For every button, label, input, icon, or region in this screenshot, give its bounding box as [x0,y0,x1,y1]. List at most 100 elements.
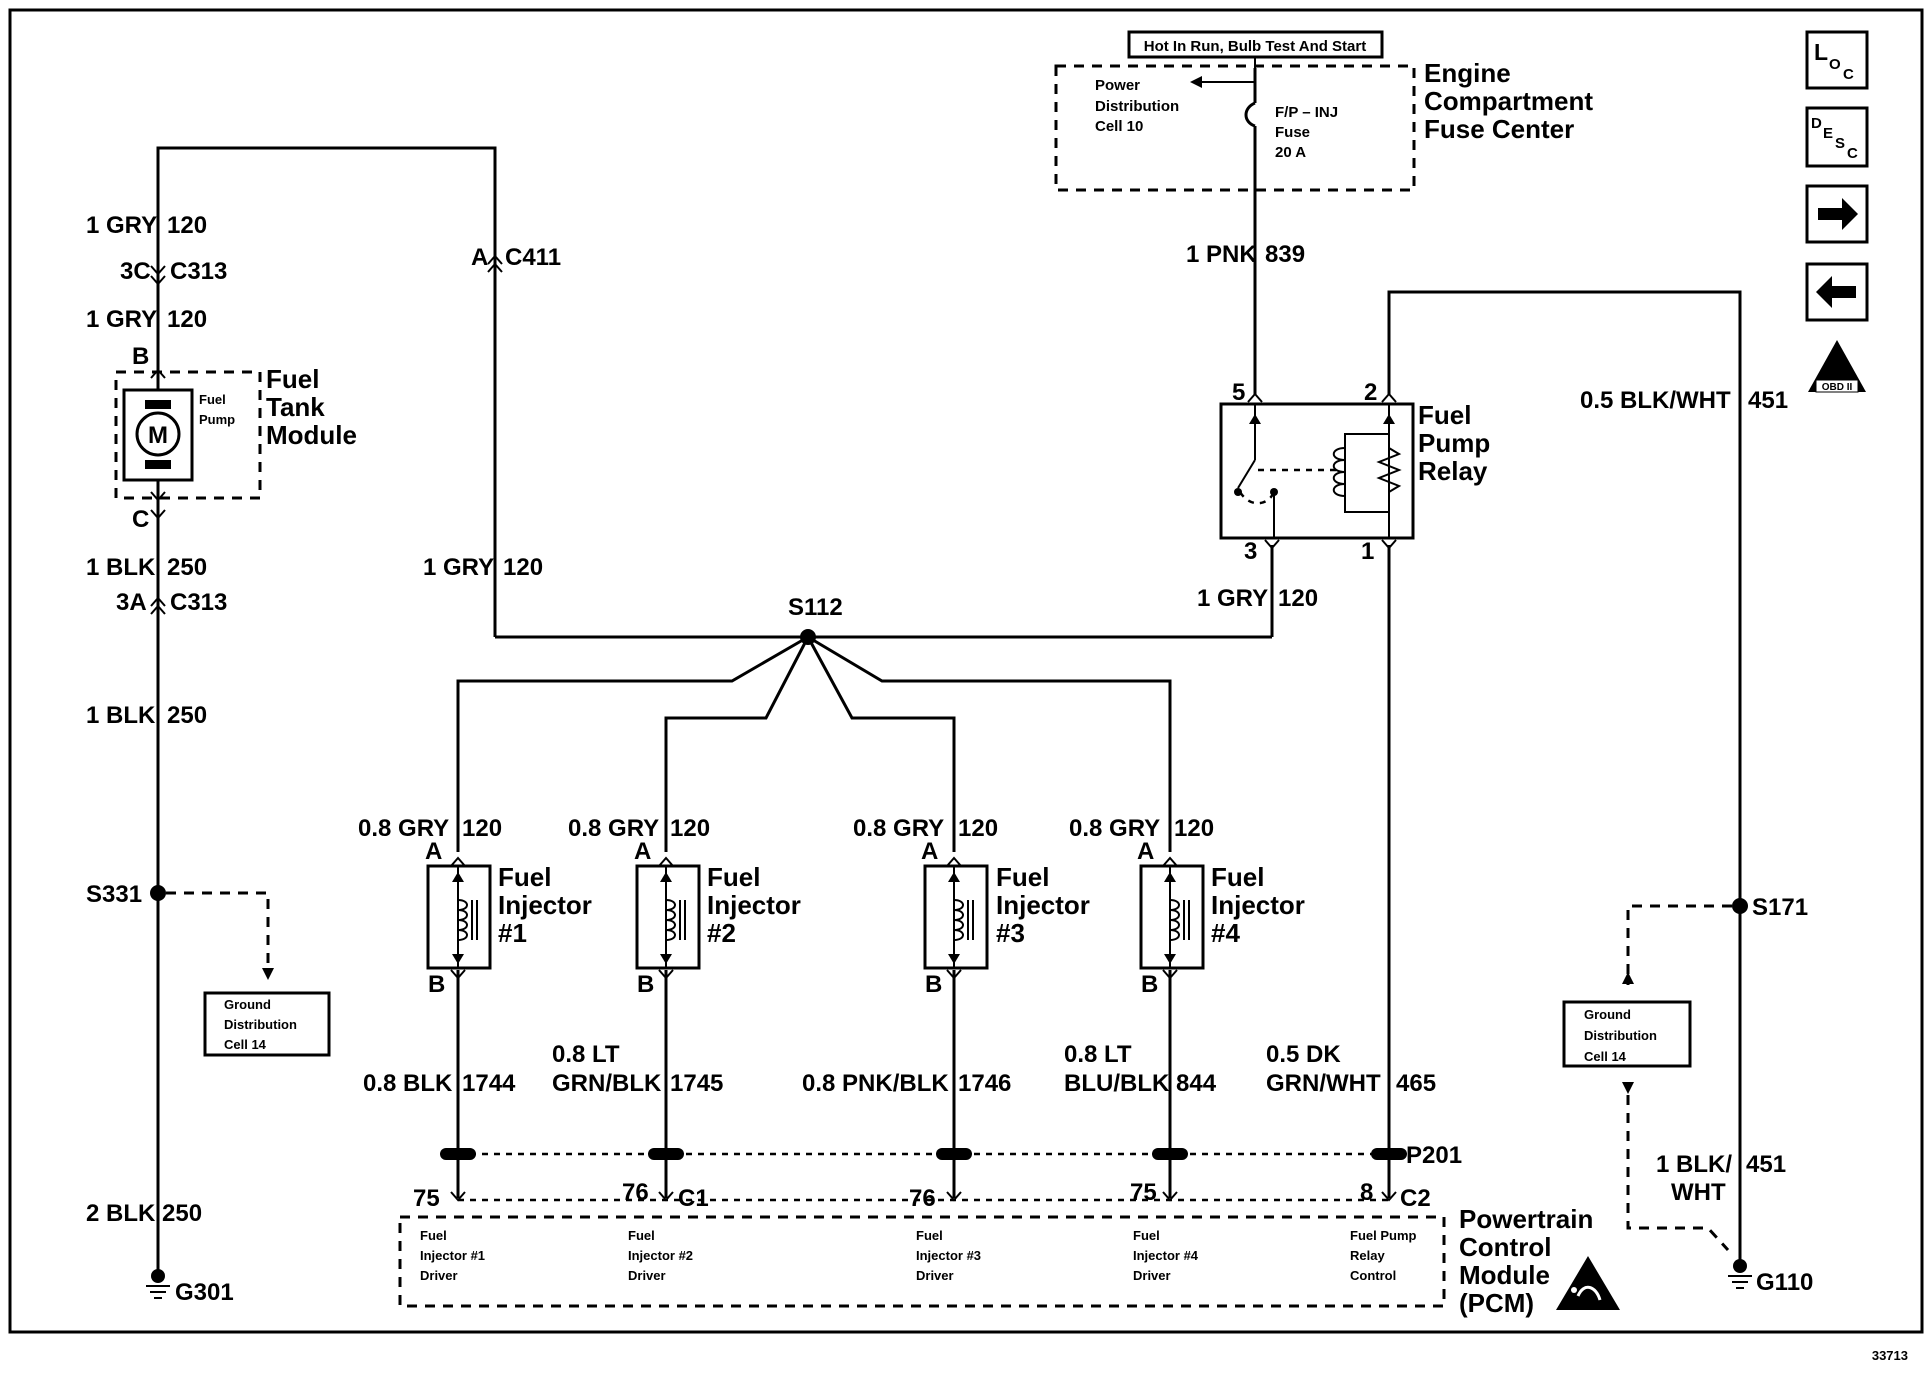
svg-text:120: 120 [1174,815,1214,842]
splice-s171 [1732,898,1748,914]
splice-s112-label: S112 [788,594,843,621]
inj3-out-circuit: 1746 [958,1070,1011,1097]
svg-text:A: A [425,838,442,865]
connector-c1: C1 [678,1185,709,1212]
inj4-pcm-pin: 75 [1130,1179,1157,1206]
fuel-injector-3: 0.8 GRY 120 A Fuel Injector #3 B [853,815,1090,998]
svg-text:B: B [1141,971,1158,998]
wire-1gry-center: 1 GRY [423,554,494,581]
svg-text:Fuel: Fuel [707,862,760,892]
svg-text:A: A [634,838,651,865]
forward-arrow-icon[interactable] [1805,184,1869,244]
inj4-feed-wire [807,635,1172,852]
diagram-frame [8,8,1924,1334]
inj2-pcm-pin: 76 [622,1179,649,1206]
svg-text:120: 120 [670,815,710,842]
wire-1gry-relay: 1 GRY [1197,585,1268,612]
wire-839-label: 839 [1265,241,1305,268]
relay-coil-icon [1332,447,1346,497]
relay-control-label: Fuel Pump Relay Control [1350,1228,1420,1283]
inj3-pcm-pin: 76 [909,1185,936,1212]
svg-text:0.8 GRY: 0.8 GRY [568,815,659,842]
fuse-label: F/P – INJ Fuse 20 A [1275,104,1342,161]
inj4-out-color-1: 0.8 LT [1064,1041,1132,1068]
pcm-box [398,1215,1446,1308]
wire-blk-wht-label: 0.5 BLK/WHT [1580,387,1731,414]
inj2-out-circuit: 1745 [670,1070,723,1097]
back-arrow-icon[interactable] [1805,262,1869,322]
svg-text:120: 120 [462,815,502,842]
ground-dist-box-right [1562,1000,1692,1068]
svg-text:Fuel: Fuel [996,862,1049,892]
connector-pin-a-c411: A [471,244,488,271]
svg-text:120: 120 [958,815,998,842]
svg-text:Fuel: Fuel [1211,862,1264,892]
relay-ctrl-color-1: 0.5 DK [1266,1041,1341,1068]
wire-120-label: 120 [167,212,207,239]
wire-120-relay: 120 [1278,585,1318,612]
relay-pin-5: 5 [1232,379,1245,406]
splice-s331 [150,885,166,901]
wire-250-label-2: 250 [167,702,207,729]
wire-1blk-label: 1 BLK [86,554,156,581]
inj2-feed-wire [664,636,810,852]
inj4-out-circuit: 844 [1176,1070,1217,1097]
wire-120-label-2: 120 [167,306,207,333]
obd-warning-icon: OBD II [1808,340,1866,393]
motor-icon [135,411,181,457]
wire-1gry-label: 1 GRY [86,212,157,239]
fuel-pump-label: Fuel Pump [199,392,235,427]
connector-pin-3a: 3A [116,589,147,616]
inj3-out-color: 0.8 PNK/BLK [802,1070,949,1097]
svg-text:Injector: Injector [1211,890,1305,920]
pin-b-label: B [132,343,149,370]
ground-g301-icon [146,1269,170,1299]
pcm-title: Powertrain Control Module (PCM) [1459,1204,1601,1318]
desc-icon[interactable]: D E S C [1805,106,1869,168]
wire-blk-wht-label-2a: 1 BLK/ [1656,1151,1732,1178]
inj1-out-circuit: 1744 [462,1070,516,1097]
ground-g110-icon [1728,1259,1752,1289]
wire-120-center: 120 [503,554,543,581]
ground-dist-label-left: Ground Distribution Cell 14 [224,997,301,1052]
wire-250-label-3: 250 [162,1200,202,1227]
wire-451-label-2: 451 [1746,1151,1786,1178]
ground-g301-label: G301 [175,1279,234,1306]
fuel-pump-relay-title: Fuel Pump Relay [1418,400,1497,486]
wire-1blk-label-2: 1 BLK [86,702,156,729]
inj1-pcm-pin: 75 [413,1185,440,1212]
connector-c2: C2 [1400,1185,1431,1212]
svg-text:Injector: Injector [498,890,592,920]
svg-text:OBD II: OBD II [1822,382,1853,393]
splice-s171-label: S171 [1752,894,1808,921]
inj2-out-color-1: 0.8 LT [552,1041,620,1068]
fuel-tank-module-title: Fuel Tank Module [266,364,357,450]
svg-text:0.8 GRY: 0.8 GRY [358,815,449,842]
inj3-driver-label: Fuel Injector #3 Driver [916,1228,985,1283]
svg-text:Injector: Injector [707,890,801,920]
fuel-injector-1: 0.8 GRY 120 A Fuel Injector #1 B [358,815,592,998]
svg-text:#1: #1 [498,918,527,948]
connector-pin-3c: 3C [120,258,151,285]
wire-blk-wht-label-2b: WHT [1671,1179,1726,1206]
inj2-out-color-2: GRN/BLK [552,1070,662,1097]
wire-2blk-label: 2 BLK [86,1200,156,1227]
connector-c313-top: C313 [170,258,227,285]
fuse-icon [1244,101,1256,128]
inj1-driver-label: Fuel Injector #1 Driver [420,1228,489,1283]
relay-pin-3: 3 [1244,538,1257,565]
svg-text:Injector: Injector [996,890,1090,920]
wire-1pnk-label: 1 PNK [1186,241,1257,268]
fuel-injector-4: 0.8 GRY 120 A Fuel Injector #4 B [1069,815,1305,998]
inj1-feed-wire [456,635,809,852]
svg-text:L: L [1814,39,1828,65]
svg-text:A: A [921,838,938,865]
connector-p201: P201 [1406,1142,1462,1169]
relay-pin-2: 2 [1364,379,1377,406]
svg-text:Fuel: Fuel [498,862,551,892]
blk-wht-451-wire [1387,290,1742,1272]
loc-icon[interactable]: L O C [1805,30,1869,90]
fuse-center-title: Engine Compartment Fuse Center [1424,58,1600,144]
ground-dist-label-right: Ground Distribution Cell 14 [1584,1007,1661,1064]
